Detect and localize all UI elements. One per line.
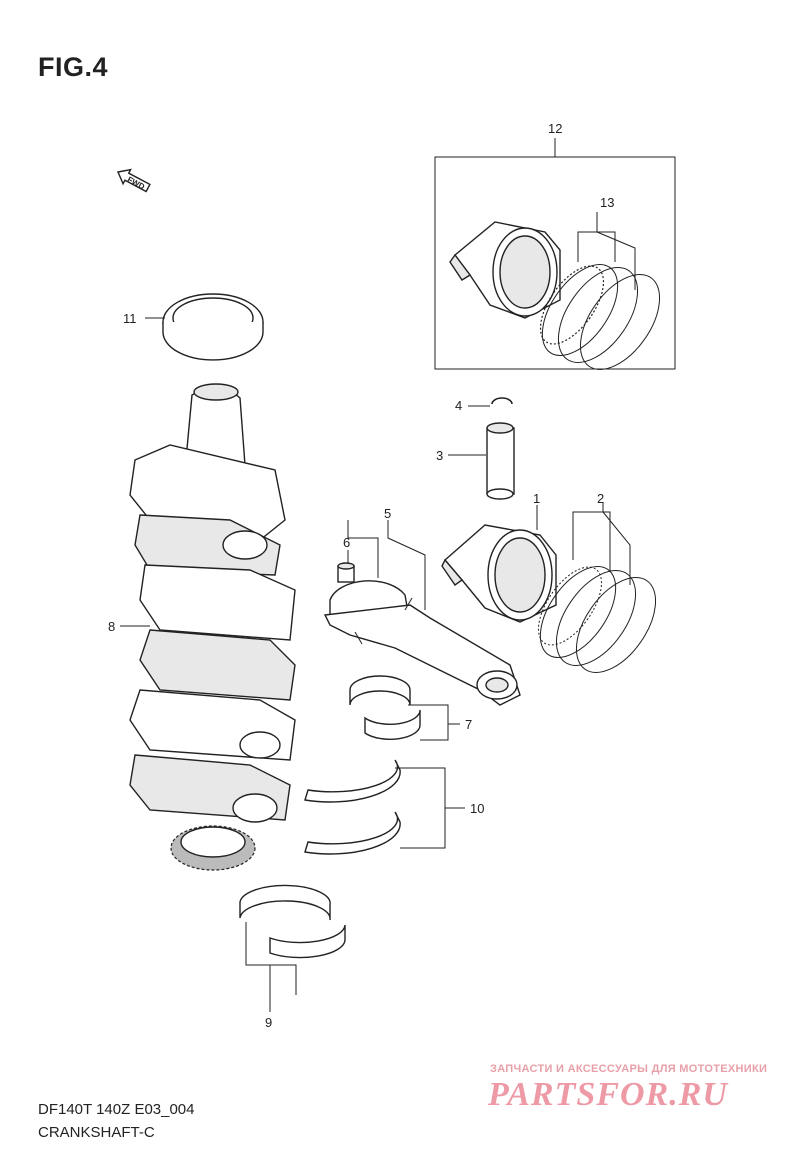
rod-bearing: [349, 675, 421, 740]
callout-10: 10: [470, 801, 484, 816]
callout-5: 5: [384, 506, 391, 521]
crankshaft: [129, 383, 296, 871]
thrust-washer: [304, 759, 401, 855]
watermark-tagline: ЗАПЧАСТИ И АКСЕССУАРЫ ДЛЯ МОТОТЕХНИКИ: [490, 1063, 768, 1075]
main-bearing: [239, 884, 346, 959]
piston-rings: [538, 565, 657, 673]
callout-2: 2: [597, 491, 604, 506]
fwd-arrow-icon: FWD: [117, 168, 151, 193]
dowel-pin: [337, 562, 355, 583]
callout-1: 1: [533, 491, 540, 506]
piston-pin: [486, 422, 515, 500]
diagram-code: DF140T 140Z E03_004: [38, 1101, 195, 1118]
diagram-name: CRANKSHAFT-C: [38, 1124, 155, 1141]
callout-7: 7: [465, 717, 472, 732]
callout-3: 3: [436, 448, 443, 463]
connecting-rod: [323, 580, 521, 706]
callout-11: 11: [123, 311, 137, 326]
oil-seal: [162, 293, 264, 361]
callout-8: 8: [108, 619, 115, 634]
piston: [441, 524, 557, 623]
watermark-brand: PARTSFOR.RU: [488, 1076, 728, 1113]
piston-rings-kit: [539, 263, 661, 370]
callout-9: 9: [265, 1015, 272, 1030]
piston-kit-piston: [449, 221, 561, 319]
callout-13: 13: [600, 195, 614, 210]
callout-4: 4: [455, 398, 462, 413]
figure-title: FIG.4: [38, 52, 109, 82]
callout-6: 6: [343, 535, 350, 550]
circlip: [491, 397, 513, 405]
callout-12: 12: [548, 121, 562, 136]
